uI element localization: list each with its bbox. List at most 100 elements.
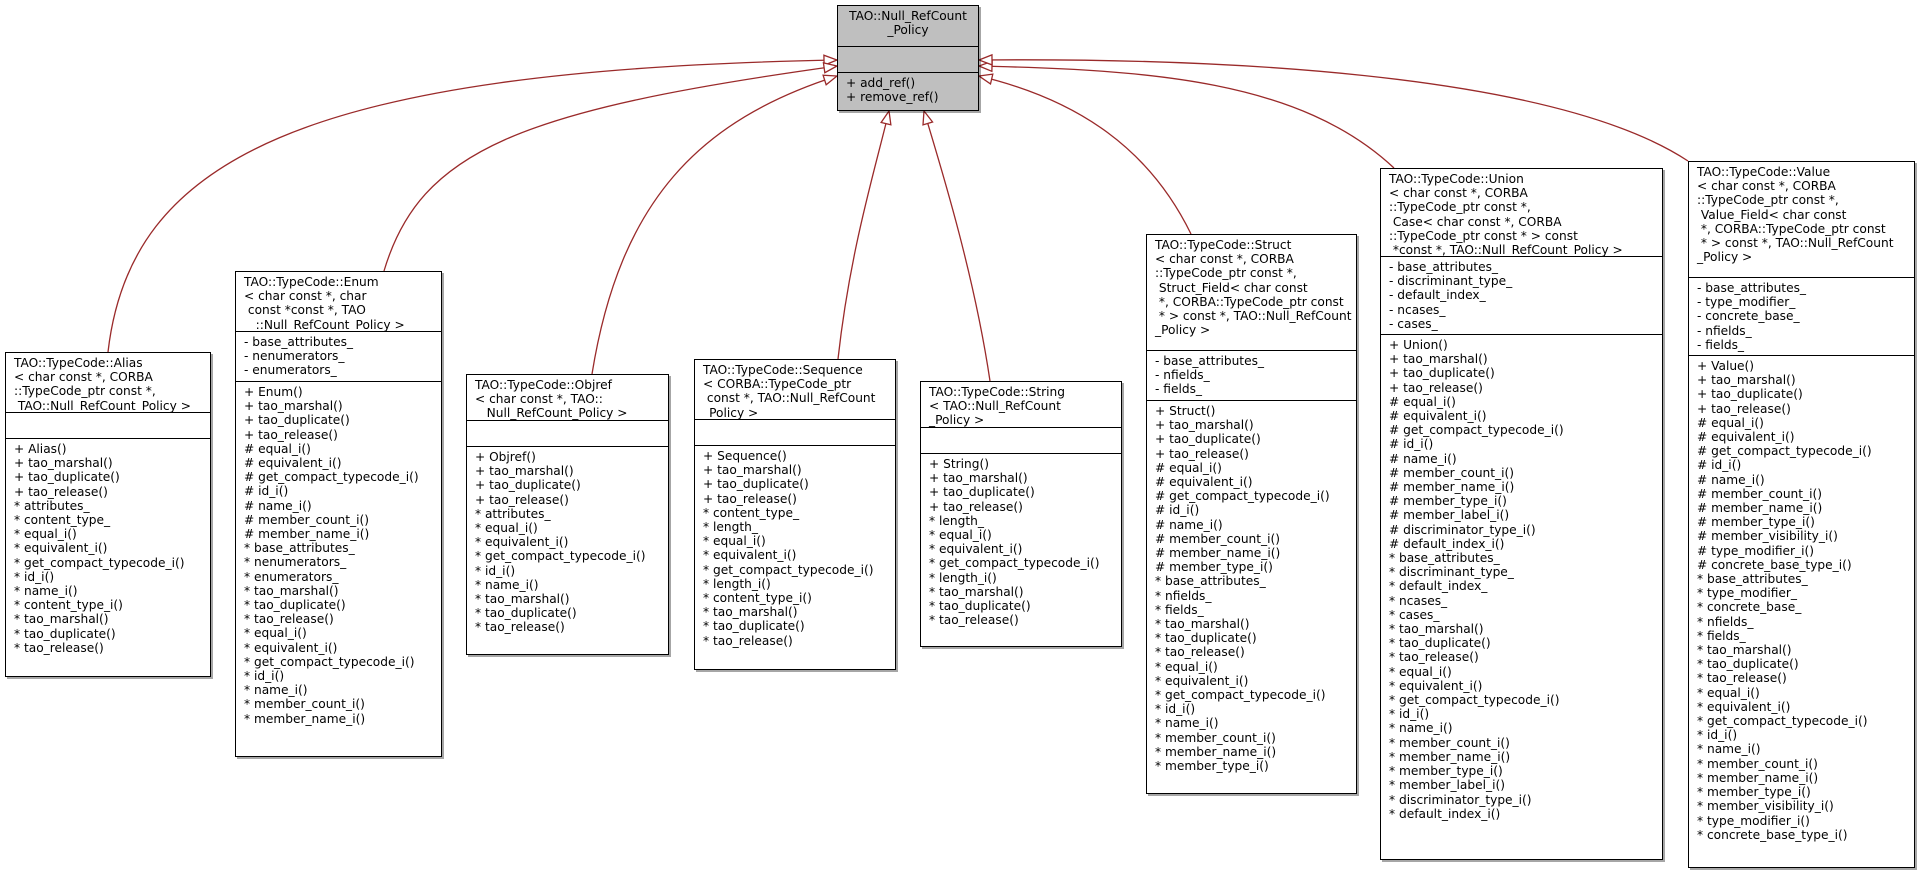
class-operation: + Union() — [1389, 338, 1448, 352]
class-operation: * equivalent_i() — [929, 542, 1023, 557]
class-operation: # name_i() — [1697, 472, 1765, 487]
class-title: TAO::TypeCode::Objref < char const *, TA… — [467, 375, 668, 421]
class-operation: * member_type_i() — [1389, 764, 1503, 779]
class-operation: + tao_marshal() — [475, 464, 574, 479]
class-operation: + tao_duplicate() — [14, 470, 120, 485]
class-box-struct[interactable]: TAO::TypeCode::Struct < char const *, CO… — [1146, 234, 1357, 794]
class-box-objref[interactable]: TAO::TypeCode::Objref < char const *, TA… — [466, 374, 669, 655]
class-attribute: - discriminant_type_ — [1389, 274, 1513, 289]
class-attributes: - base_attributes_- nenumerators_- enume… — [236, 332, 441, 382]
class-attribute: - enumerators_ — [244, 363, 337, 378]
class-operation: * length_ — [929, 513, 984, 528]
inheritance-arrowhead-icon — [977, 53, 993, 66]
class-operation: * name_i() — [1389, 721, 1453, 736]
class-operation: * content_type_ — [703, 505, 800, 520]
class-operation: # name_i() — [1155, 517, 1223, 532]
class-operation: # discriminator_type_i() — [1389, 522, 1536, 537]
inheritance-edge-union — [978, 65, 1395, 169]
inheritance-arrowhead-icon — [922, 109, 934, 126]
class-operation: + String() — [929, 457, 989, 471]
class-operation: # get_compact_typecode_i() — [244, 470, 419, 485]
class-operation: # equivalent_i() — [1697, 430, 1795, 445]
class-operation: # equal_i() — [1389, 394, 1456, 409]
class-operation: + Objref() — [475, 450, 536, 464]
class-operation: # member_name_i() — [1155, 546, 1281, 561]
class-operation: + tao_release() — [475, 492, 569, 507]
inheritance-edge-objref — [591, 75, 838, 375]
class-operation: * enumerators_ — [244, 569, 339, 584]
class-operation: + tao_marshal() — [1697, 373, 1796, 388]
inheritance-edge-value — [978, 59, 1689, 162]
class-box-union[interactable]: TAO::TypeCode::Union < char const *, COR… — [1380, 168, 1663, 860]
class-operation: # equivalent_i() — [1389, 409, 1487, 424]
class-operation: * tao_duplicate() — [1389, 636, 1491, 651]
class-operation: # equivalent_i() — [244, 456, 342, 471]
class-title: TAO::TypeCode::Union < char const *, COR… — [1381, 169, 1662, 257]
class-box-null-refcount-policy[interactable]: TAO::Null_RefCount _Policy + add_ref() +… — [837, 5, 979, 111]
class-operation: * member_count_i() — [1697, 756, 1818, 771]
class-operation: + tao_marshal() — [703, 463, 802, 478]
class-attribute: - ncases_ — [1389, 302, 1446, 317]
class-operation: * get_compact_typecode_i() — [1697, 714, 1868, 729]
class-operation: * tao_marshal() — [475, 592, 570, 607]
class-operation: * type_modifier_i() — [1697, 813, 1810, 828]
class-attribute: - nfields_ — [1155, 368, 1210, 383]
class-operation: # get_compact_typecode_i() — [1389, 423, 1564, 438]
class-operation: + tao_marshal() — [14, 456, 113, 471]
class-operation: + tao_marshal() — [1389, 352, 1488, 367]
class-attribute: - base_attributes_ — [1389, 260, 1499, 274]
class-operation: * tao_release() — [475, 620, 565, 635]
class-operation: * get_compact_typecode_i() — [475, 549, 646, 564]
class-operation: * content_type_ — [14, 513, 111, 528]
class-box-sequence[interactable]: TAO::TypeCode::Sequence < CORBA::TypeCod… — [694, 359, 896, 670]
class-operation: + tao_duplicate() — [244, 413, 350, 428]
class-operation: * name_i() — [14, 584, 78, 599]
class-operation: * member_type_i() — [1155, 759, 1269, 774]
class-operation: # id_i() — [1389, 437, 1434, 452]
class-box-enum[interactable]: TAO::TypeCode::Enum < char const *, char… — [235, 271, 442, 757]
class-title: TAO::TypeCode::Alias < char const *, COR… — [6, 353, 210, 413]
class-title: TAO::Null_RefCount _Policy — [838, 6, 978, 47]
class-operation: * tao_release() — [929, 613, 1019, 628]
class-operation: * nfields_ — [1697, 614, 1754, 629]
class-operation: * tao_release() — [244, 612, 334, 627]
class-operation: + Value() — [1697, 359, 1755, 373]
class-operation: * get_compact_typecode_i() — [929, 556, 1100, 571]
class-attributes — [838, 47, 978, 73]
class-operation: + tao_release() — [703, 491, 797, 506]
class-operation: * equivalent_i() — [14, 541, 108, 556]
inheritance-arrowhead-icon — [977, 60, 993, 73]
class-operation: # member_label_i() — [1389, 508, 1510, 523]
class-operation: * id_i() — [1697, 728, 1738, 743]
class-operations: + add_ref() + remove_ref() — [838, 73, 978, 107]
class-operation: * nenumerators_ — [244, 555, 347, 570]
class-operation: # id_i() — [1155, 503, 1200, 518]
class-operation: * tao_duplicate() — [244, 598, 346, 613]
class-operation: * type_modifier_ — [1697, 586, 1798, 601]
class-operation: * cases_ — [1389, 607, 1440, 622]
class-title: TAO::TypeCode::String < TAO::Null_RefCou… — [921, 382, 1121, 428]
class-operation: * member_count_i() — [1389, 735, 1510, 750]
class-operation: * equal_i() — [1155, 659, 1218, 674]
class-attributes: - base_attributes_- nfields_- fields_ — [1147, 351, 1356, 401]
class-operation: # equivalent_i() — [1155, 475, 1253, 490]
class-operation: * equivalent_i() — [1155, 673, 1249, 688]
class-attributes — [6, 413, 210, 439]
class-operation: * name_i() — [1155, 716, 1219, 731]
class-box-string[interactable]: TAO::TypeCode::String < TAO::Null_RefCou… — [920, 381, 1122, 647]
class-operation: * tao_duplicate() — [1155, 631, 1257, 646]
class-operation: + Alias() — [14, 442, 67, 456]
class-operation: * tao_marshal() — [1697, 643, 1792, 658]
class-operation: * equal_i() — [929, 528, 992, 543]
class-box-alias[interactable]: TAO::TypeCode::Alias < char const *, COR… — [5, 352, 211, 677]
class-operation: * name_i() — [475, 577, 539, 592]
class-operation: + tao_duplicate() — [1697, 387, 1803, 402]
class-operations: + Enum()+ tao_marshal()+ tao_duplicate()… — [236, 382, 441, 729]
class-operation: # member_type_i() — [1389, 494, 1507, 509]
class-operation: * tao_duplicate() — [929, 599, 1031, 614]
class-operation: * get_compact_typecode_i() — [14, 555, 185, 570]
class-box-value[interactable]: TAO::TypeCode::Value < char const *, COR… — [1688, 161, 1915, 868]
class-operation: # member_type_i() — [1697, 515, 1815, 530]
class-operation: # member_count_i() — [1697, 486, 1823, 501]
class-operation: * id_i() — [1389, 707, 1430, 722]
